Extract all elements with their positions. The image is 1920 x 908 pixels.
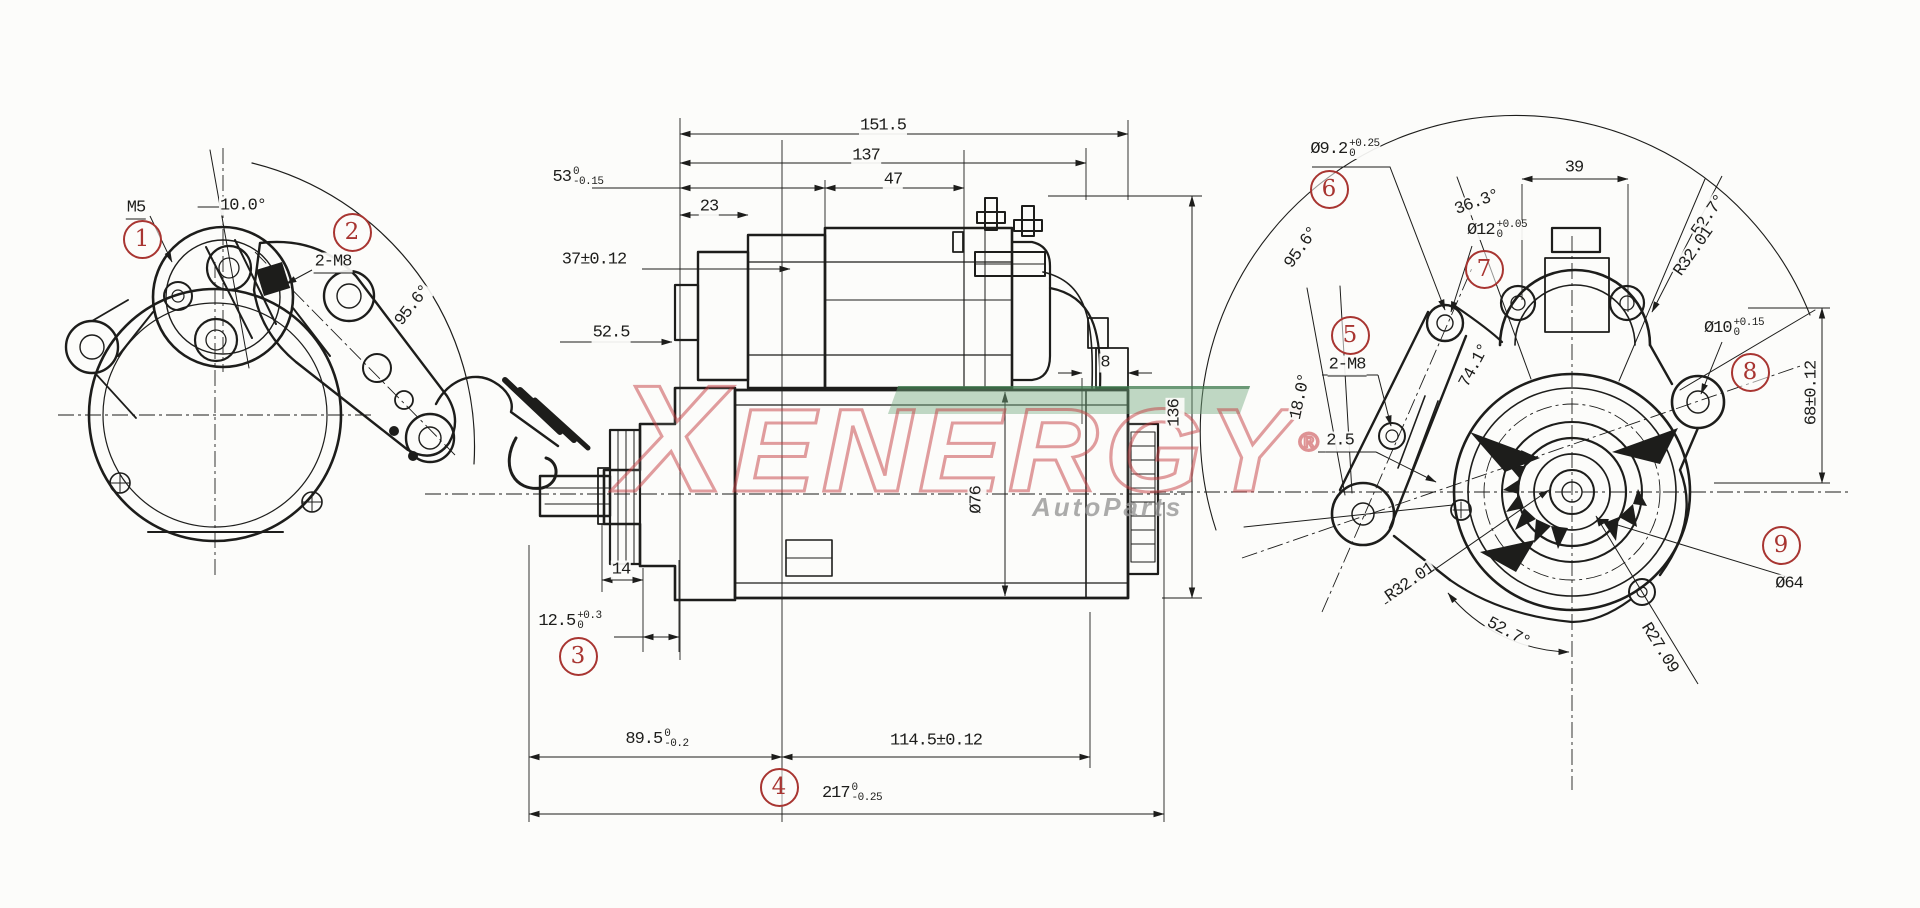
dim-label-angle-95-6-left: 95.6° (390, 281, 436, 331)
dim-label-text: Ø76 (967, 486, 987, 514)
dim-label-text: 2-M8 (314, 252, 353, 272)
dim-label-text: 8 (1100, 353, 1110, 373)
dim-label-thread-m5: M5 (125, 198, 146, 220)
dim-label-dim-2-5: 2.5 (1325, 431, 1355, 453)
dim-label-dim-68: 68±0.12 (1802, 359, 1822, 427)
dim-label-dim-137: 137 (851, 146, 881, 166)
dim-label-text: 2-M8 (1328, 355, 1367, 375)
dim-label-text: 47 (883, 170, 903, 190)
callout-balloon-3: 3 (558, 636, 598, 676)
dim-label-text: Ø12 (1466, 220, 1496, 240)
dim-label-text: 151.5 (859, 116, 907, 136)
dim-label-angle-52-7-bottom: 52.7° (1482, 613, 1534, 653)
tolerance-stack: 0-0.15 (572, 166, 604, 188)
dim-label-text: R32.01 (1381, 559, 1439, 607)
dim-label-thread-2-m8-right: 2-M8 (1327, 355, 1367, 377)
dim-label-text: 52.7° (1483, 613, 1533, 653)
tolerance-stack: 0-0.2 (664, 728, 689, 750)
callout-balloon-5: 5 (1330, 315, 1370, 355)
dim-label-text: 68±0.12 (1802, 360, 1822, 426)
dim-label-text: 95.6° (391, 282, 435, 330)
callout-balloon-1: 1 (122, 219, 162, 259)
rear-view (1150, 114, 1852, 790)
dim-label-text: 53 (552, 167, 572, 187)
dim-label-radius-32-01-bottom: R32.01 (1381, 558, 1439, 608)
dim-label-text: 137 (852, 146, 881, 166)
dim-label-angle-10-0: 10.0° (218, 196, 267, 216)
dim-label-angle-74-1: 74.1° (1455, 340, 1495, 392)
dim-label-text: 18.0° (1286, 372, 1316, 422)
callout-balloon-4: 4 (759, 767, 799, 807)
dim-label-text: 2.5 (1326, 431, 1355, 451)
dim-label-text: 95.6° (1281, 223, 1323, 273)
dim-label-dim-47: 47 (882, 170, 903, 190)
sectional-side-view (425, 118, 1202, 822)
dim-label-dim-dia-64: Ø64 (1774, 574, 1804, 594)
dim-label-dim-151-5: 151.5 (858, 116, 907, 136)
dim-label-text: Ø64 (1775, 574, 1804, 594)
dim-label-text: 52.5 (592, 323, 631, 343)
dim-label-text: 12.5 (538, 611, 576, 631)
dim-label-text: 39 (1564, 158, 1584, 178)
dim-label-text: R27.09 (1636, 619, 1682, 677)
dim-label-dim-52-5: 52.5 (591, 323, 631, 343)
callout-balloon-7: 7 (1464, 249, 1504, 289)
dim-label-text: Ø10 (1703, 318, 1733, 338)
dim-label-text: 74.1° (1455, 341, 1495, 391)
dim-label-angle-18-0: 18.0° (1286, 371, 1316, 423)
dim-label-text: 136 (1165, 399, 1185, 427)
dim-label-dim-14: 14 (610, 560, 631, 580)
dim-label-dim-8: 8 (1099, 353, 1111, 373)
dim-label-dim-136: 136 (1165, 398, 1185, 428)
dim-label-text: M5 (126, 198, 146, 218)
dim-label-text: 89.5 (625, 729, 663, 749)
dim-label-radius-27-09: R27.09 (1635, 618, 1683, 678)
dim-label-angle-95-6-right: 95.6° (1280, 222, 1324, 274)
callout-balloon-9: 9 (1761, 525, 1801, 565)
callout-balloon-6: 6 (1309, 169, 1349, 209)
dim-label-text: 23 (699, 197, 719, 217)
dim-label-dim-37: 37±0.12 (560, 250, 627, 270)
dim-label-dim-dia-76: Ø76 (967, 485, 987, 515)
dim-label-text: 37±0.12 (561, 250, 627, 270)
dim-label-text: Ø9.2 (1310, 139, 1348, 159)
dim-label-text: 114.5±0.12 (889, 731, 983, 751)
dim-label-text: 36.3° (1452, 186, 1502, 220)
dim-label-angle-36-3: 36.3° (1451, 185, 1503, 221)
dim-label-thread-2-m8-left: 2-M8 (313, 252, 353, 274)
callout-balloon-8: 8 (1730, 352, 1770, 392)
dim-label-dim-23: 23 (698, 197, 719, 217)
dim-label-text: 14 (611, 560, 631, 580)
dim-label-text: 217 (821, 783, 851, 803)
dim-label-text: 10.0° (219, 196, 267, 216)
callout-balloon-2: 2 (332, 212, 372, 252)
dim-label-dim-39: 39 (1563, 158, 1584, 178)
tolerance-stack: 0-0.25 (851, 782, 883, 804)
dim-label-dim-114-5: 114.5±0.12 (888, 731, 983, 751)
